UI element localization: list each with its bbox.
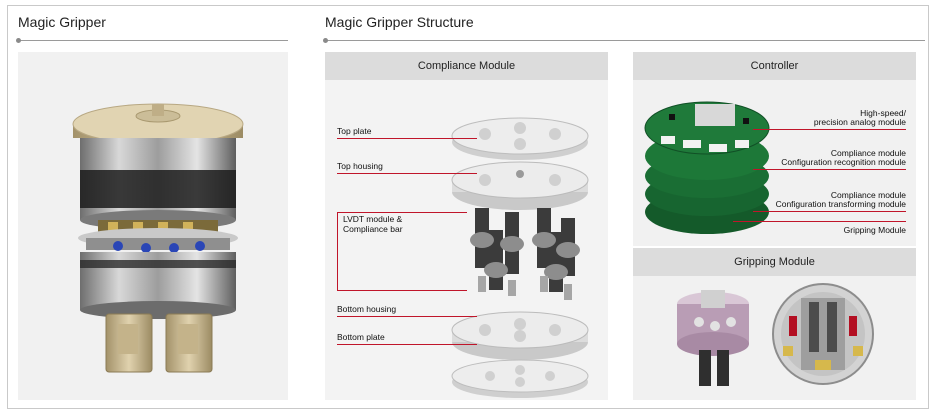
gripping-module-leader xyxy=(733,221,906,222)
gripping-module-illustration xyxy=(677,283,874,386)
comp-trans-label-line1: Compliance module xyxy=(830,190,906,200)
magic-gripper-rule xyxy=(18,40,288,41)
lvdt-bracket xyxy=(337,212,338,290)
high-speed-leader xyxy=(753,129,906,130)
controller-header: Controller xyxy=(633,52,916,80)
gripping-module-label: Gripping Module xyxy=(843,225,906,235)
top-plate-leader xyxy=(337,138,477,139)
lvdt-bracket-top xyxy=(337,212,467,213)
magic-gripper-title: Magic Gripper xyxy=(18,14,106,30)
gripping-module-header: Gripping Module xyxy=(633,248,916,276)
high-speed-label-line1: High-speed/ xyxy=(860,108,906,118)
controller-pcb-stack xyxy=(644,101,770,234)
magic-gripper-rule-dot xyxy=(16,38,21,43)
controller-panel: Controller High-speed/ precision analog … xyxy=(633,52,916,246)
top-housing-label: Top housing xyxy=(337,161,383,171)
comp-recog-leader xyxy=(753,169,906,170)
comp-trans-label-line2: Configuration transforming module xyxy=(775,199,906,209)
compliance-module-panel: Compliance Module xyxy=(325,52,608,400)
lvdt-label-line2: Compliance bar xyxy=(343,224,403,234)
structure-title: Magic Gripper Structure xyxy=(325,14,474,30)
structure-rule-dot xyxy=(323,38,328,43)
comp-recog-label-line1: Compliance module xyxy=(830,148,906,158)
compliance-module-header: Compliance Module xyxy=(325,52,608,80)
top-housing-leader xyxy=(337,173,477,174)
high-speed-label-line2: precision analog module xyxy=(813,117,906,127)
lvdt-label-line1: LVDT module & xyxy=(343,214,403,224)
magic-gripper-photo-panel xyxy=(18,52,288,400)
gripping-module-panel: Gripping Module xyxy=(633,248,916,400)
compliance-module-exploded-view xyxy=(451,117,589,398)
bottom-plate-leader xyxy=(337,344,477,345)
bottom-housing-label: Bottom housing xyxy=(337,304,397,314)
lvdt-bracket-bottom xyxy=(337,290,467,291)
comp-recog-label-line2: Configuration recognition module xyxy=(781,157,906,167)
magic-gripper-illustration xyxy=(72,103,244,373)
bottom-plate-label: Bottom plate xyxy=(337,332,385,342)
bottom-housing-leader xyxy=(337,316,477,317)
comp-trans-leader xyxy=(753,211,906,212)
top-plate-label: Top plate xyxy=(337,126,372,136)
structure-rule xyxy=(325,40,925,41)
